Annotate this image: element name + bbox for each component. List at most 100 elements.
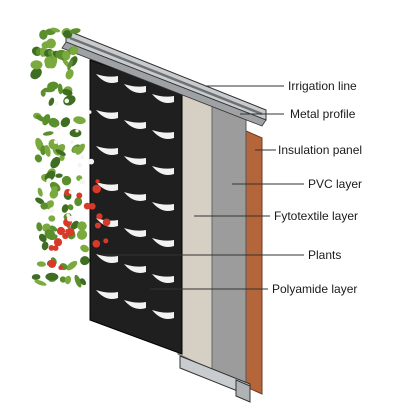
plant-leaf <box>35 197 45 205</box>
plant-leaf <box>48 117 60 128</box>
plant-flower-red <box>83 202 91 210</box>
felt-pocket <box>124 156 146 165</box>
plant-leaf <box>61 88 73 96</box>
plant-leaf <box>30 60 43 70</box>
felt-pocket <box>96 254 118 263</box>
plant-leaf <box>64 275 72 285</box>
plant-flower-white <box>56 126 61 131</box>
plant-leaf <box>49 225 58 232</box>
plant-leaf <box>61 204 69 213</box>
plant-flower-white <box>49 207 55 213</box>
plant-leaf <box>76 229 88 240</box>
label-polyamide-layer: Polyamide layer <box>272 282 358 296</box>
metal-profile-lip <box>61 41 267 127</box>
plant-leaf <box>48 215 56 222</box>
plant-flower-white <box>66 215 73 222</box>
plant-flower-red <box>47 259 57 268</box>
felt-pocket <box>152 130 174 139</box>
plant-flower-white <box>80 155 85 160</box>
plant-leaf <box>74 197 83 207</box>
plant-leaf <box>49 189 59 199</box>
plant-leaf <box>41 41 52 49</box>
plant-leaf <box>73 116 86 125</box>
plant-flower-white <box>77 162 83 168</box>
plant-leaf <box>74 274 82 288</box>
label-irrigation-line: Irrigation line <box>288 79 357 93</box>
metal-profile-end <box>235 379 251 403</box>
plant-leaf <box>34 154 43 163</box>
plant-leaf <box>80 256 90 266</box>
plant-leaf <box>70 220 79 230</box>
label-insulation-panel: Insulation panel <box>278 143 363 157</box>
plant-leaf <box>40 89 46 97</box>
plant-leaf <box>38 233 47 243</box>
felt-pocket <box>152 202 174 211</box>
plant-leaf <box>44 229 56 240</box>
plant-flower-white <box>68 190 73 194</box>
felt-pocket <box>96 146 118 155</box>
felt-pocket <box>152 238 174 247</box>
felt-pocket <box>96 182 118 191</box>
felt-pocket <box>152 94 174 103</box>
label-metal-profile: Metal profile <box>290 107 356 121</box>
felt-pocket <box>124 192 146 201</box>
felt-pocket <box>96 290 118 299</box>
leader-lines <box>102 85 304 290</box>
felt-pocket <box>124 228 146 237</box>
plant-flower-red <box>48 245 55 251</box>
plant-leaf <box>50 27 61 33</box>
plant-flower-red <box>56 226 66 236</box>
felt-pocket <box>96 110 118 119</box>
plant-flower-red <box>103 238 109 244</box>
label-fytotextile-layer: Fytotextile layer <box>274 209 359 223</box>
felt-pocket <box>124 300 146 309</box>
plant-leaf <box>50 156 61 169</box>
plants-group <box>30 27 111 288</box>
plant-flower-red <box>92 240 101 248</box>
plant-flower-red <box>95 179 100 184</box>
felt-pocket <box>124 84 146 93</box>
plant-leaf <box>48 97 55 106</box>
plant-flower-white <box>46 178 52 184</box>
plant-flower-white <box>79 178 85 185</box>
felt-pocket <box>124 264 146 273</box>
plant-leaf <box>39 29 48 40</box>
plant-leaf <box>45 272 59 281</box>
plant-leaf <box>44 144 51 157</box>
plant-leaf <box>61 175 72 186</box>
fytotextile-layer-shape <box>177 87 213 371</box>
plant-leaf <box>41 241 49 251</box>
plant-flower-white <box>64 98 70 104</box>
plant-flower-red <box>64 221 69 226</box>
plant-flower-red <box>53 238 63 247</box>
plant-leaf <box>67 204 74 211</box>
label-pvc-layer: PVC layer <box>308 177 363 191</box>
plant-leaf <box>69 28 81 34</box>
plant-leaf <box>36 261 46 267</box>
plant-leaf <box>42 114 51 126</box>
plant-flower-white <box>53 140 58 144</box>
plant-flower-red <box>52 245 59 251</box>
plant-leaf <box>66 260 78 271</box>
plant-leaf <box>80 244 90 253</box>
plant-leaf <box>35 114 46 122</box>
plant-flower-white <box>75 129 79 133</box>
felt-pocket <box>152 310 174 319</box>
plant-leaf <box>72 146 80 154</box>
felt-pocket <box>124 120 146 129</box>
plant-leaf <box>31 274 41 280</box>
plant-flower-red <box>92 184 101 194</box>
plant-leaf <box>79 278 87 286</box>
plant-leaf <box>30 67 42 80</box>
plant-leaf <box>67 59 73 71</box>
irrigation-tube <box>69 36 263 116</box>
plant-leaf <box>55 173 63 178</box>
plant-flower-white <box>87 110 92 114</box>
plant-flower-red <box>76 192 83 199</box>
plant-leaf <box>34 279 47 286</box>
plant-leaf <box>65 69 74 80</box>
plant-leaf <box>69 46 79 56</box>
plant-leaf <box>40 202 48 210</box>
